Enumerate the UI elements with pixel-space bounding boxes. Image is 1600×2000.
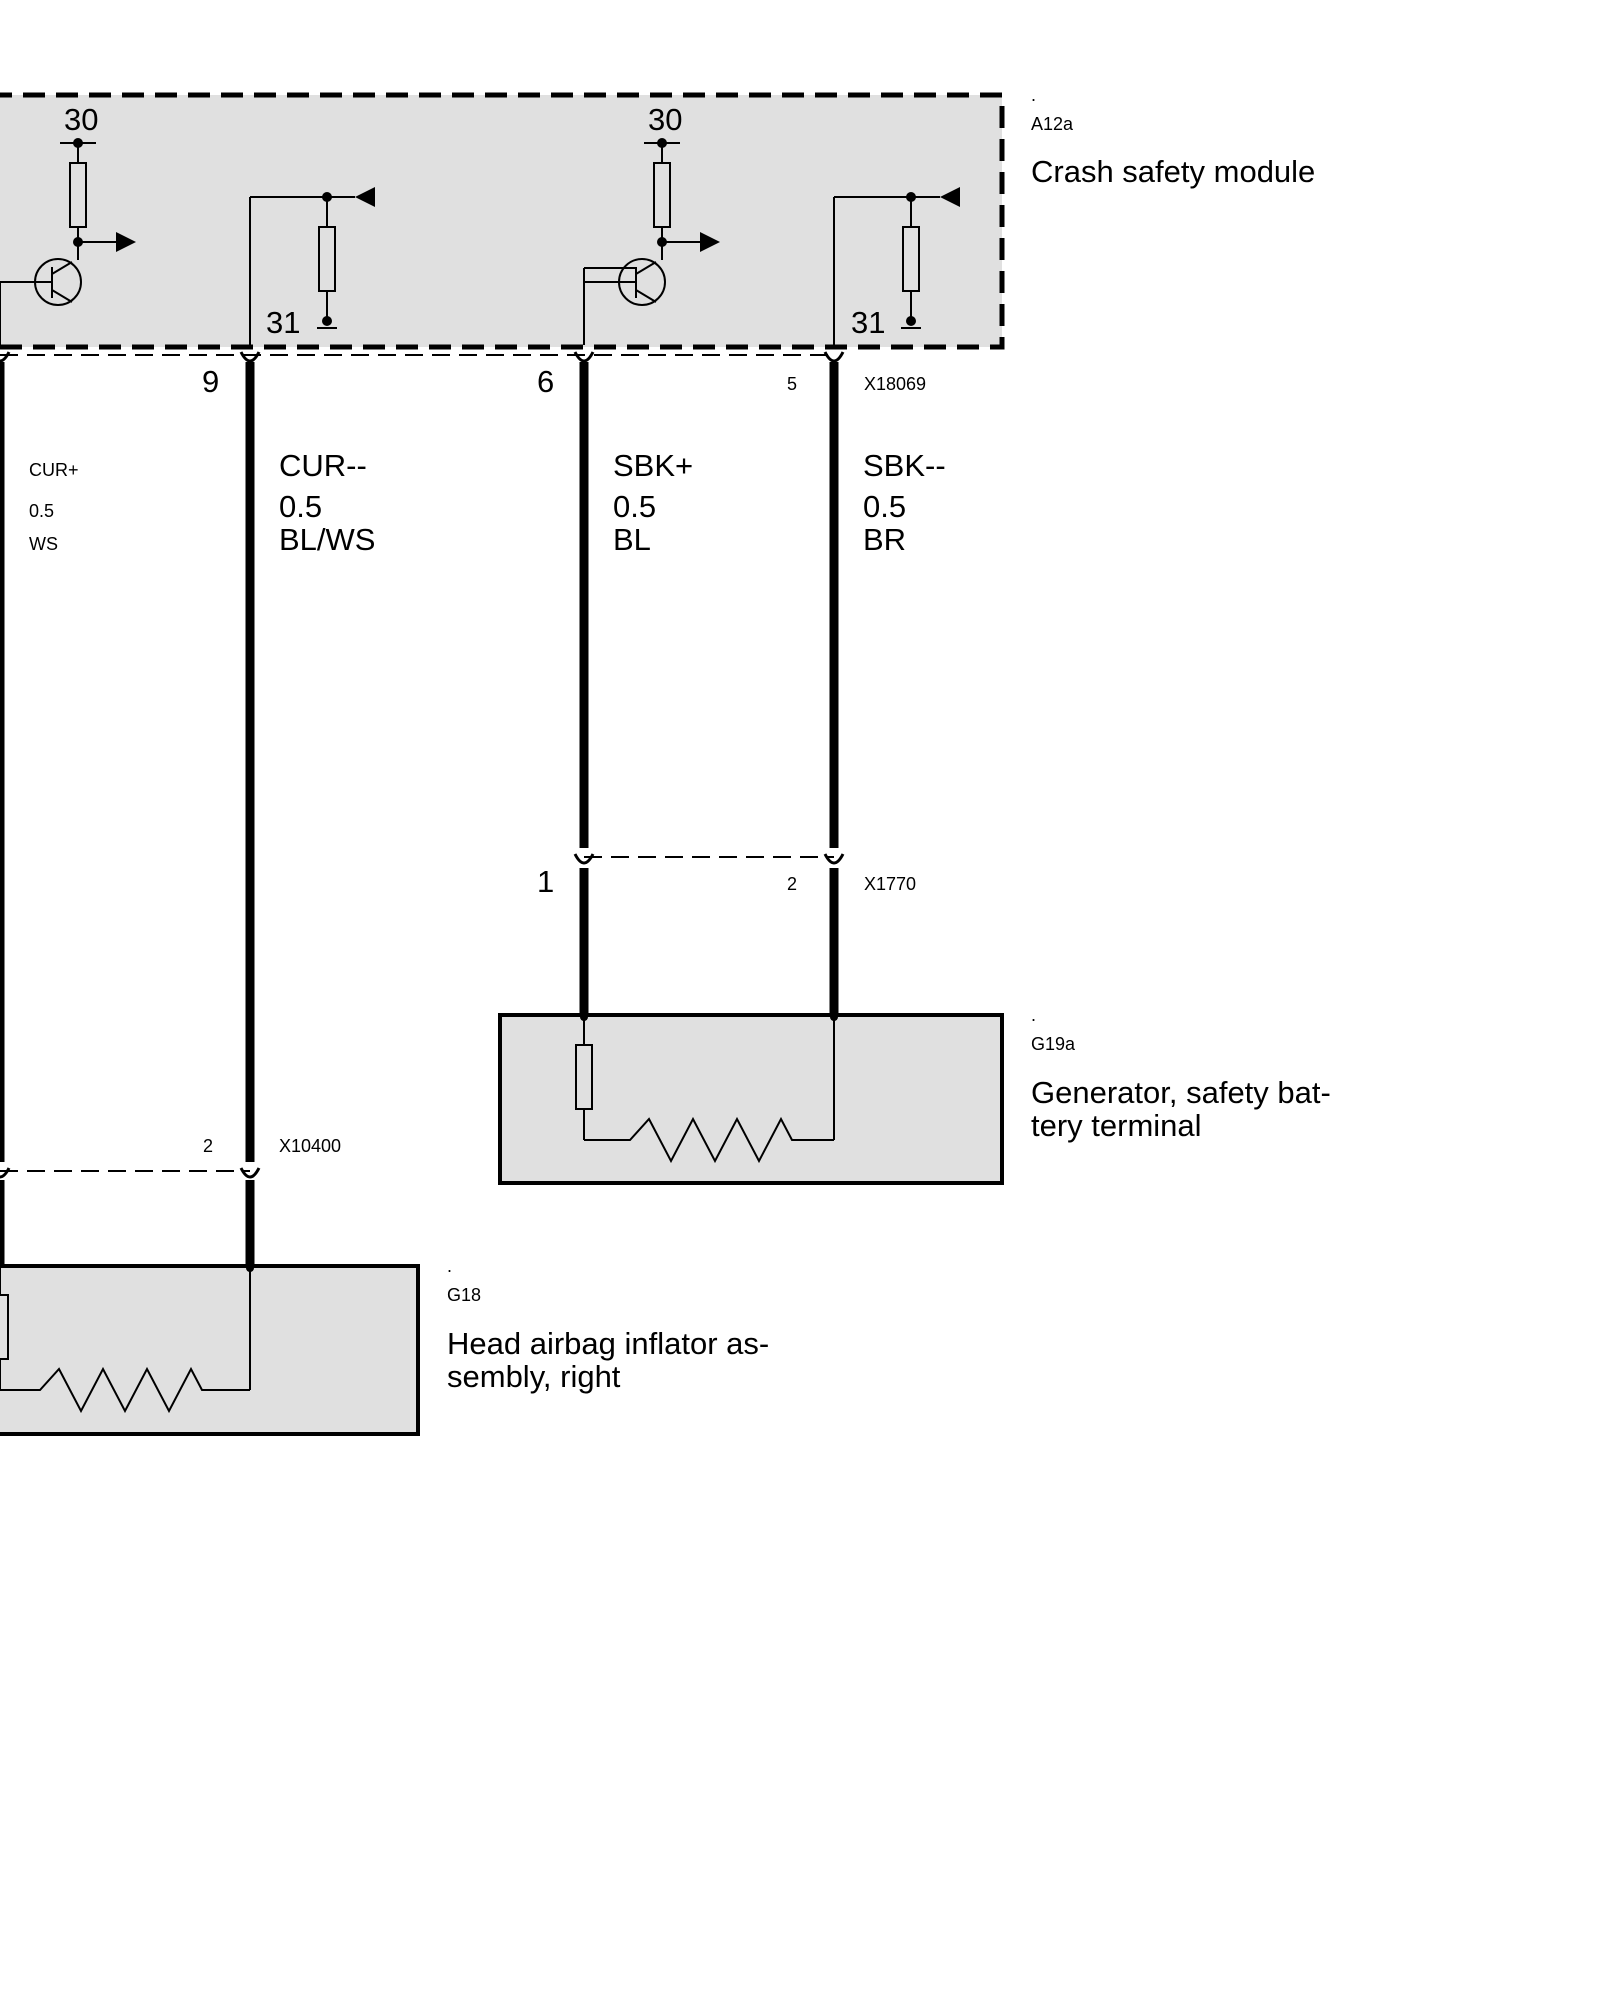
wire-label-sbk-minus: SBK-- 0.5 BR (863, 448, 946, 557)
wire-label-cur-plus: CUR+ 0.5 WS (29, 460, 79, 554)
terminal-31-label: 31 (851, 305, 885, 340)
module-dot: . (1031, 85, 1036, 105)
component-name: tery terminal (1031, 1108, 1202, 1143)
terminal-30-label: 30 (64, 102, 98, 137)
connector-pin-cup (823, 351, 845, 363)
connector-pin-cup (0, 351, 11, 363)
connector-id: X18069 (864, 374, 926, 394)
pin-label: 5 (787, 374, 797, 394)
component-name: Head airbag inflator as- (447, 1326, 769, 1361)
node-dot (322, 192, 332, 202)
wire-size: 0.5 (279, 489, 322, 524)
module-id: A12a (1031, 114, 1074, 134)
arrow-right-icon (700, 232, 720, 252)
wire-color: WS (29, 534, 58, 554)
arrow-left-icon (940, 187, 960, 207)
wire-signal: SBK-- (863, 448, 946, 483)
component-dot: . (1031, 1005, 1036, 1025)
pin-label: 9 (202, 364, 219, 399)
wire-label-sbk-plus: SBK+ 0.5 BL (613, 448, 693, 557)
pin-label: 6 (537, 364, 554, 399)
pin-label: 2 (203, 1136, 213, 1156)
connector-pin-cup (239, 1167, 261, 1179)
crash-safety-module: 30 31 (0, 85, 1315, 350)
wire-signal: CUR+ (29, 460, 79, 480)
wire-signal: CUR-- (279, 448, 367, 483)
node-dot (657, 138, 667, 148)
node-dot (322, 316, 332, 326)
node-dot (906, 316, 916, 326)
connector-x10400: 2 X10400 (0, 1136, 341, 1179)
node-dot (830, 1013, 838, 1021)
component-name: sembly, right (447, 1359, 621, 1394)
node-dot (246, 1264, 254, 1272)
head-airbag-inflator-assembly: . G18 Head airbag inflator as- sembly, r… (0, 1256, 769, 1436)
wire-color: BR (863, 522, 906, 557)
wires (0, 362, 839, 1266)
ground-circuit-right (833, 196, 940, 345)
connector-x1770: 1 2 X1770 (537, 853, 916, 899)
ground-circuit-left (249, 196, 355, 345)
transistor-circuit-right (583, 142, 700, 345)
node-dot (73, 237, 83, 247)
connector-id: X10400 (279, 1136, 341, 1156)
component-id: G18 (447, 1285, 481, 1305)
arrow-right-icon (116, 232, 136, 252)
module-name: Crash safety module (1031, 154, 1315, 189)
connector-x18069: 9 6 5 X18069 (0, 351, 926, 399)
wire-size: 0.5 (29, 501, 54, 521)
component-name: Generator, safety bat- (1031, 1075, 1331, 1110)
wire-color: BL/WS (279, 522, 375, 557)
connector-id: X1770 (864, 874, 916, 894)
component-box (0, 1264, 420, 1436)
connector-pin-cup (573, 853, 595, 865)
pin-label: 2 (787, 874, 797, 894)
terminal-31-label: 31 (266, 305, 300, 340)
wire-label-cur-minus: CUR-- 0.5 BL/WS (279, 448, 375, 557)
component-dot: . (447, 1256, 452, 1276)
wire-signal: SBK+ (613, 448, 693, 483)
node-dot (657, 237, 667, 247)
component-id: G19a (1031, 1034, 1076, 1054)
connector-pin-cup (573, 351, 595, 363)
node-dot (580, 1013, 588, 1021)
wire-color: BL (613, 522, 651, 557)
connector-pin-cup (823, 853, 845, 865)
pin-label: 1 (537, 864, 554, 899)
wire-size: 0.5 (613, 489, 656, 524)
node-dot (73, 138, 83, 148)
terminal-30-label: 30 (648, 102, 682, 137)
connector-pin-cup (239, 351, 261, 363)
node-dot (906, 192, 916, 202)
connector-pin-cup (0, 1167, 11, 1179)
generator-safety-battery-terminal: . G19a Generator, safety bat- tery termi… (498, 1005, 1331, 1185)
wire-size: 0.5 (863, 489, 906, 524)
arrow-left-icon (355, 187, 375, 207)
